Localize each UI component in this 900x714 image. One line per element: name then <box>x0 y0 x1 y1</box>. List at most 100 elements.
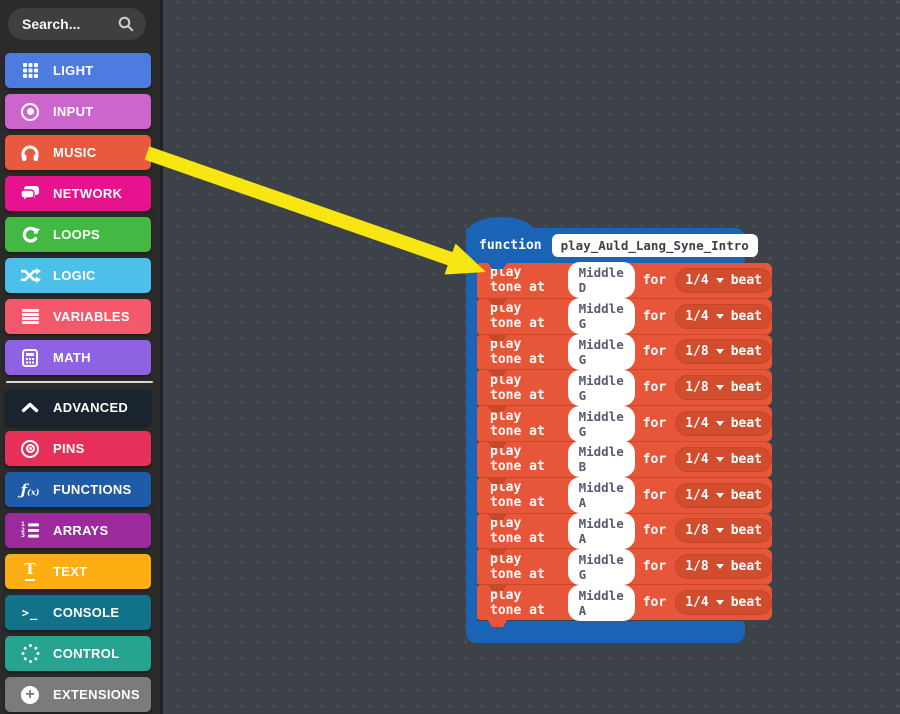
note-field[interactable]: Middle G <box>567 298 635 335</box>
block-text: for <box>642 308 667 324</box>
dropdown-arrow-icon <box>715 349 724 355</box>
dropdown-arrow-icon <box>715 421 724 427</box>
category-label: PINS <box>53 441 85 456</box>
category-list: LIGHT INPUT MUSIC NETWORK <box>0 53 160 714</box>
play-tone-block[interactable]: play tone at Middle G for 1/8 beat <box>477 548 772 586</box>
note-field[interactable]: Middle B <box>567 441 635 478</box>
note-field[interactable]: Middle A <box>567 477 635 514</box>
headphones-icon <box>14 144 46 162</box>
chat-bubbles-icon <box>14 185 46 202</box>
category-label: LIGHT <box>53 63 94 78</box>
block-text: play tone at <box>490 480 545 511</box>
sidebar-item-text[interactable]: TEXT <box>5 554 151 589</box>
block-text: for <box>642 595 667 611</box>
dropdown-arrow-icon <box>715 456 724 462</box>
note-field[interactable]: Middle D <box>567 262 635 299</box>
duration-dropdown[interactable]: 1/4 beat <box>675 446 772 472</box>
sidebar-item-math[interactable]: MATH <box>5 340 151 375</box>
block-text: beat <box>730 308 762 324</box>
duration-value: 1/8 <box>685 344 709 360</box>
calculator-icon <box>14 348 46 367</box>
duration-dropdown[interactable]: 1/8 beat <box>675 375 772 401</box>
note-field[interactable]: Middle A <box>567 584 635 621</box>
duration-dropdown[interactable]: 1/4 beat <box>675 267 772 293</box>
play-tone-block[interactable]: play tone at Middle B for 1/4 beat <box>477 441 772 478</box>
sidebar-item-logic[interactable]: LOGIC <box>5 258 151 293</box>
block-workspace[interactable]: function play_Auld_Lang_Syne_Intro play … <box>163 0 900 714</box>
category-label: TEXT <box>53 564 88 579</box>
category-label: CONTROL <box>53 646 120 661</box>
block-text: beat <box>730 559 762 575</box>
sidebar-item-loops[interactable]: LOOPS <box>5 217 151 252</box>
duration-dropdown[interactable]: 1/8 beat <box>675 339 772 365</box>
sidebar-item-advanced[interactable]: ADVANCED <box>5 390 151 425</box>
note-field[interactable]: Middle G <box>567 405 635 442</box>
function-definition-block[interactable]: function play_Auld_Lang_Syne_Intro play … <box>466 217 772 643</box>
play-tone-block[interactable]: play tone at Middle G for 1/4 beat <box>477 298 772 335</box>
play-tone-block[interactable]: play tone at Middle D for 1/4 beat <box>477 262 772 299</box>
duration-value: 1/4 <box>685 595 709 611</box>
block-text: play tone at <box>490 265 545 296</box>
duration-dropdown[interactable]: 1/4 beat <box>675 590 772 616</box>
search-box[interactable] <box>8 8 146 40</box>
category-label: CONSOLE <box>53 605 120 620</box>
duration-dropdown[interactable]: 1/4 beat <box>675 482 772 508</box>
sidebar-item-variables[interactable]: VARIABLES <box>5 299 151 334</box>
block-text: beat <box>730 595 762 611</box>
sidebar-item-pins[interactable]: PINS <box>5 431 151 466</box>
search-icon[interactable] <box>118 16 134 32</box>
category-label: ARRAYS <box>53 523 109 538</box>
sidebar-item-extensions[interactable]: EXTENSIONS <box>5 677 151 712</box>
bullseye-icon <box>14 439 46 458</box>
sidebar-item-console[interactable]: CONSOLE <box>5 595 151 630</box>
dotted-circle-icon <box>14 644 46 663</box>
block-text: play tone at <box>490 551 545 582</box>
block-text: beat <box>730 487 762 503</box>
duration-dropdown[interactable]: 1/4 beat <box>675 303 772 329</box>
duration-value: 1/8 <box>685 523 709 539</box>
function-spine <box>466 263 477 621</box>
search-input[interactable] <box>8 16 118 32</box>
duration-value: 1/4 <box>685 416 709 432</box>
sidebar-item-arrays[interactable]: ARRAYS <box>5 513 151 548</box>
play-tone-block[interactable]: play tone at Middle G for 1/4 beat <box>477 405 772 442</box>
sidebar-item-input[interactable]: INPUT <box>5 94 151 129</box>
play-tone-block[interactable]: play tone at Middle A for 1/8 beat <box>477 512 772 550</box>
category-label: LOGIC <box>53 268 96 283</box>
block-text: for <box>642 344 667 360</box>
function-name-field[interactable]: play_Auld_Lang_Syne_Intro <box>551 234 758 257</box>
play-tone-block[interactable]: play tone at Middle G for 1/8 beat <box>477 334 772 371</box>
duration-value: 1/4 <box>685 272 709 288</box>
note-field[interactable]: Middle G <box>567 369 635 406</box>
function-header[interactable]: function play_Auld_Lang_Syne_Intro <box>466 228 758 263</box>
note-field[interactable]: Middle G <box>567 334 635 370</box>
grid-icon <box>14 63 46 78</box>
block-text: beat <box>730 272 762 288</box>
note-field[interactable]: Middle G <box>567 548 635 585</box>
sidebar-item-light[interactable]: LIGHT <box>5 53 151 88</box>
sidebar-item-functions[interactable]: FUNCTIONS <box>5 472 151 507</box>
dropdown-arrow-icon <box>715 492 724 498</box>
duration-dropdown[interactable]: 1/4 beat <box>675 411 772 437</box>
block-text: play tone at <box>490 408 545 439</box>
sidebar-item-network[interactable]: NETWORK <box>5 176 151 211</box>
block-text: for <box>642 523 667 539</box>
note-field[interactable]: Middle A <box>567 512 635 549</box>
category-label: ADVANCED <box>53 400 129 415</box>
duration-dropdown[interactable]: 1/8 beat <box>675 554 772 580</box>
play-tone-block[interactable]: play tone at Middle G for 1/8 beat <box>477 369 772 407</box>
shuffle-icon <box>14 268 46 283</box>
sidebar-item-control[interactable]: CONTROL <box>5 636 151 671</box>
category-label: VARIABLES <box>53 309 130 324</box>
play-tone-block[interactable]: play tone at Middle A for 1/4 beat <box>477 477 772 514</box>
block-text: beat <box>730 451 762 467</box>
play-tone-block[interactable]: play tone at Middle A for 1/4 beat <box>477 584 772 628</box>
chevron-up-icon <box>14 402 46 413</box>
duration-dropdown[interactable]: 1/8 beat <box>675 518 772 544</box>
sidebar-item-music[interactable]: MUSIC <box>5 135 151 170</box>
function-keyword: function <box>479 238 542 253</box>
block-text: beat <box>730 344 762 360</box>
duration-value: 1/4 <box>685 487 709 503</box>
category-label: LOOPS <box>53 227 101 242</box>
